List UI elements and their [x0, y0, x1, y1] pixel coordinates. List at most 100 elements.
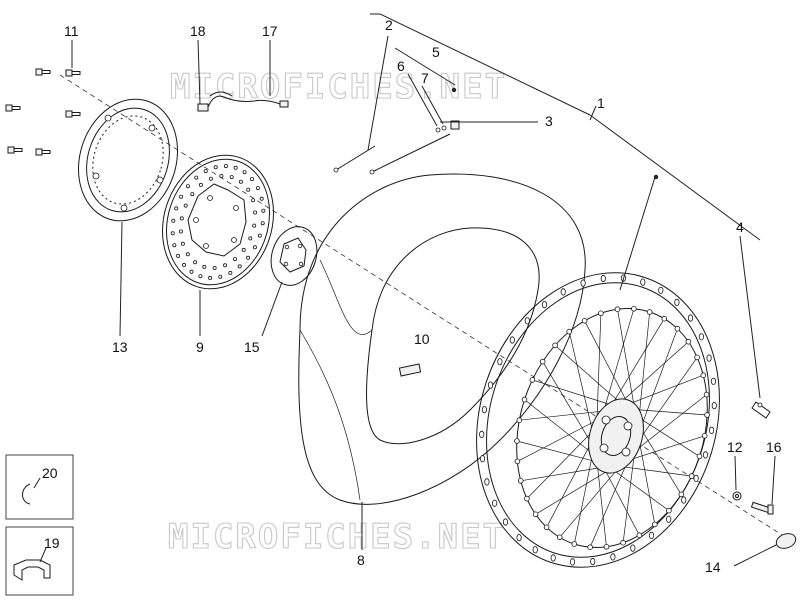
tyre	[298, 173, 586, 505]
callout-16: 16	[766, 439, 782, 455]
rim-hole	[681, 496, 687, 504]
spoke-nipple	[603, 543, 610, 550]
spoke	[638, 425, 682, 495]
disc-hole	[223, 263, 228, 268]
abs-tone-ring	[77, 98, 179, 222]
callout-18: 18	[190, 23, 206, 39]
disc-hole	[249, 177, 254, 182]
rim-hole	[600, 274, 606, 283]
bolt-icon	[35, 68, 51, 76]
spoke-nipple	[517, 477, 524, 484]
spoke-nipple	[532, 511, 539, 518]
rim-hole	[666, 515, 672, 523]
disc-hole	[198, 182, 203, 187]
spoke	[520, 466, 607, 482]
bolt-group	[5, 68, 81, 156]
callout-17: 17	[262, 23, 278, 39]
rim-hole	[693, 474, 699, 482]
rim-hole	[610, 553, 616, 561]
spoke-nipple	[700, 372, 707, 379]
callout-19: 19	[44, 535, 60, 551]
callout-5: 5	[432, 44, 440, 60]
callout-2: 2	[385, 17, 393, 33]
disc-hole	[252, 245, 257, 250]
bolt-icon	[65, 69, 81, 77]
spoke	[568, 331, 594, 436]
rim-nipple-holes	[479, 274, 717, 566]
disc-hole	[237, 264, 242, 269]
disc-hole	[183, 203, 188, 208]
disc-hole	[248, 236, 253, 241]
spoke	[617, 465, 692, 477]
callout-20: 20	[42, 465, 58, 481]
spoke	[624, 435, 705, 462]
spoke	[559, 463, 623, 538]
rim-hole	[708, 426, 715, 434]
rim-hole	[580, 279, 586, 287]
rim-hole	[658, 286, 664, 294]
disc-hole	[229, 175, 234, 180]
rim-hole	[532, 546, 538, 554]
spoke	[519, 410, 607, 421]
disc-hole	[218, 274, 223, 279]
callout-15: 15	[244, 339, 260, 355]
disc-hole	[189, 269, 194, 274]
spoke-nipple	[688, 473, 695, 479]
disc-hole	[179, 194, 184, 199]
spoke-nipple	[598, 310, 604, 317]
rim-hole	[550, 554, 556, 562]
spoke	[596, 458, 607, 547]
spoke-nipple	[521, 396, 528, 403]
spoke	[596, 313, 602, 425]
callout-11: 11	[64, 23, 79, 39]
inset-box-clip	[5, 454, 74, 520]
callout-9: 9	[196, 339, 204, 355]
spoke-nipple	[674, 325, 681, 332]
rim-hole	[702, 451, 709, 459]
disc-hole	[246, 187, 251, 192]
spoke-nipple	[514, 458, 521, 465]
spoke	[535, 466, 615, 515]
disc-hole	[261, 208, 266, 213]
spoke	[638, 311, 651, 423]
disc-hole	[208, 176, 213, 181]
disc-hole	[185, 252, 190, 257]
spoke-nipple	[524, 495, 530, 502]
spoke-nipple	[646, 309, 653, 315]
spoke-nipple	[556, 534, 563, 541]
callout-6: 6	[397, 58, 405, 74]
disc-hole	[178, 229, 183, 234]
spoke	[636, 416, 700, 457]
disc-hole	[213, 165, 218, 170]
disc-hole	[257, 233, 262, 238]
axle-centerline	[59, 74, 791, 541]
spoke	[617, 309, 636, 414]
disc-hole	[242, 170, 247, 175]
disc-hole	[228, 270, 233, 275]
callout-13: 13	[112, 339, 128, 355]
rim-hole	[516, 533, 522, 542]
spoke-nipple	[539, 358, 546, 365]
disc-drill-holes	[170, 164, 266, 280]
rim-hole	[687, 314, 694, 322]
disc-hole	[253, 210, 258, 215]
bolt-icon	[5, 104, 21, 112]
rim-hole	[560, 288, 566, 296]
rim-hole	[524, 317, 530, 325]
spoke-nipple	[514, 438, 520, 444]
disc-hole	[208, 275, 213, 280]
spoke	[516, 440, 601, 464]
spoke	[589, 456, 631, 548]
spoke-nipple	[704, 412, 710, 418]
spoke	[638, 328, 678, 433]
spoke	[631, 408, 708, 416]
watermark-bottom: MICROFICHES.NET	[168, 517, 505, 557]
rim-hole	[710, 377, 717, 385]
spoke-nipple	[696, 453, 703, 460]
spoke	[601, 464, 640, 536]
callout-labels: 1 2 3 4 5 6 7 8 9 10 11 12 13 14 15 16 1…	[42, 17, 782, 575]
rim-hole	[509, 336, 515, 344]
inset-box-bracket	[5, 526, 74, 596]
rim-hole	[711, 401, 717, 410]
disc-hole	[252, 223, 257, 228]
